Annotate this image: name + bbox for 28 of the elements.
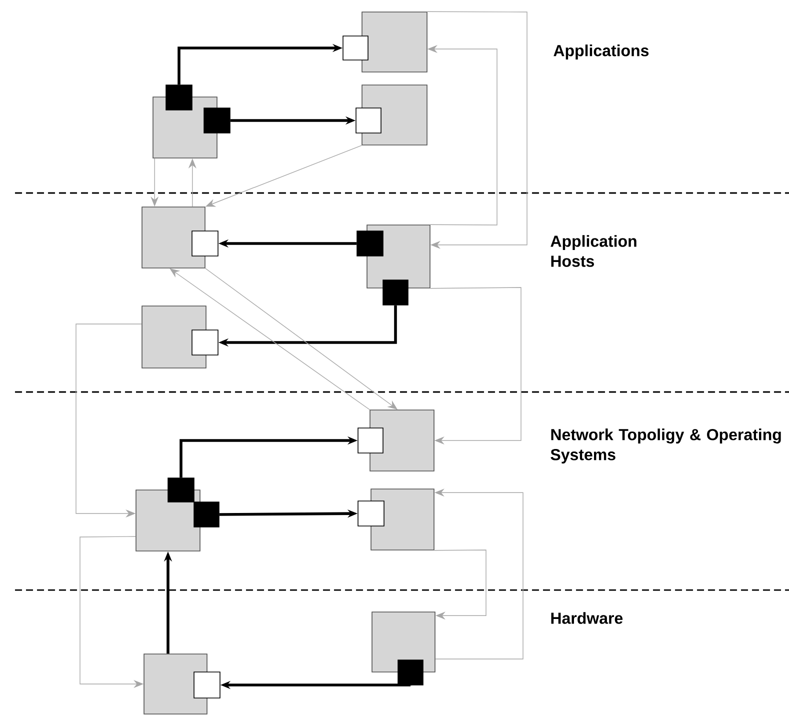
block-diagram-box — [362, 12, 428, 72]
block-diagram-box — [142, 306, 206, 368]
block-diagram-box — [370, 488, 434, 550]
block-diagram-box — [370, 410, 434, 472]
port-square — [192, 330, 218, 356]
port-square — [358, 428, 384, 454]
arrow — [434, 550, 486, 620]
port-square — [398, 660, 424, 686]
port-square — [168, 478, 194, 502]
port-square — [356, 108, 382, 134]
layer-label: Application Hosts — [550, 235, 636, 267]
port-square — [166, 84, 192, 110]
arrow — [430, 287, 522, 445]
layer-label: Applications — [554, 44, 649, 60]
port-square — [358, 500, 384, 526]
block-diagram-box — [372, 612, 436, 672]
layer-label: Hardware — [551, 612, 623, 624]
port-square — [382, 280, 408, 306]
block-diagram-box — [142, 206, 206, 268]
block-diagram-box — [144, 654, 208, 714]
layer-label: Network Topoligy & Operating Systems — [550, 428, 781, 464]
port-square — [356, 230, 384, 256]
port-square — [204, 108, 230, 134]
port-square — [194, 502, 220, 528]
port-square — [192, 230, 218, 256]
port-square — [342, 36, 368, 60]
arrow — [427, 11, 528, 249]
port-square — [194, 672, 220, 698]
